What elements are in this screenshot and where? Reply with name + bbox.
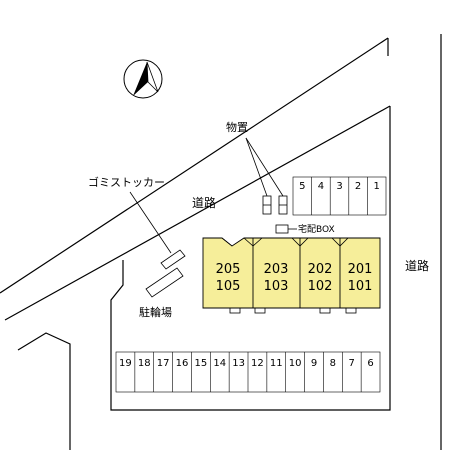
- bottom-parking-slot-8: 8: [330, 358, 336, 369]
- unit-label-105: 105: [216, 279, 241, 294]
- unit-label-205: 205: [216, 262, 241, 277]
- bottom-parking-slot-17: 17: [157, 358, 170, 369]
- storage-pointers: [245, 137, 284, 197]
- bottom-parking-slot-16: 16: [176, 358, 189, 369]
- delivery-box: [275, 224, 289, 234]
- bicycle-shelter: [145, 267, 184, 298]
- north-arrow-head: [133, 62, 148, 96]
- garbage-label: ゴミストッカー: [88, 175, 165, 189]
- neighbor-lot: [17, 332, 71, 450]
- bottom-parking-slot-9: 9: [311, 358, 317, 369]
- north-arrow-icon: [123, 59, 163, 99]
- building-steps: [229, 307, 357, 314]
- bottom-parking-slot-6: 6: [367, 358, 373, 369]
- unit-label-101: 101: [348, 279, 373, 294]
- bottom-parking-slot-7: 7: [349, 358, 355, 369]
- top-parking-slot-3: 3: [336, 181, 342, 192]
- step-4: [345, 307, 357, 314]
- bicycle-label: 駐輪場: [139, 305, 172, 319]
- step-2: [254, 307, 266, 314]
- storage-label: 物置: [226, 120, 248, 134]
- step-1: [229, 307, 241, 314]
- garbage-pointer: [129, 191, 172, 254]
- lower-road-edge: [4, 105, 391, 321]
- top-parking: 5 4 3 2 1: [292, 176, 387, 216]
- step-3: [319, 307, 331, 314]
- bottom-parking-slot-11: 11: [270, 358, 283, 369]
- lot-boundary: [110, 106, 391, 411]
- building-notches: [221, 237, 349, 247]
- right-road-label: 道路: [405, 258, 429, 273]
- garbage-stocker: [160, 249, 186, 270]
- top-parking-slot-1: 1: [374, 181, 380, 192]
- bottom-parking-slot-10: 10: [289, 358, 302, 369]
- bottom-parking-slot-15: 15: [194, 358, 207, 369]
- delivery-box-label: 宅配BOX: [298, 223, 335, 235]
- notch-2: [291, 237, 309, 247]
- top-parking-slot-5: 5: [299, 181, 305, 192]
- bottom-parking: 19 18 17 16 15 14 13 12 11 10 9 8 7 6: [115, 351, 381, 393]
- storage-pointer-2: [245, 137, 284, 197]
- upper-road-label: 道路: [192, 195, 216, 210]
- unit-label-202: 202: [308, 262, 333, 277]
- north-arrow-tail: [146, 61, 159, 93]
- top-parking-border: [292, 176, 387, 216]
- bottom-parking-slot-12: 12: [251, 358, 264, 369]
- storage-sheds: [262, 195, 288, 215]
- notch-1: [243, 237, 263, 247]
- top-parking-slot-4: 4: [318, 181, 324, 192]
- notch-0: [221, 237, 233, 247]
- unit-label-103: 103: [264, 279, 289, 294]
- bottom-parking-slot-13: 13: [232, 358, 245, 369]
- bottom-parking-slot-18: 18: [138, 358, 151, 369]
- road-boundaries: [0, 34, 442, 450]
- top-parking-slot-2: 2: [355, 181, 361, 192]
- bottom-parking-slot-19: 19: [119, 358, 132, 369]
- upper-road-edge: [0, 37, 389, 294]
- bottom-parking-slot-14: 14: [213, 358, 226, 369]
- notch-3: [331, 237, 349, 247]
- building-dividers: [252, 238, 341, 308]
- storage-pointer-1: [245, 137, 268, 197]
- apartment-building: 205 105 203 103 202 102 201 101: [202, 237, 381, 314]
- unit-label-201: 201: [348, 262, 373, 277]
- unit-label-203: 203: [264, 262, 289, 277]
- north-arrow-circle: [123, 59, 163, 99]
- unit-label-102: 102: [308, 279, 333, 294]
